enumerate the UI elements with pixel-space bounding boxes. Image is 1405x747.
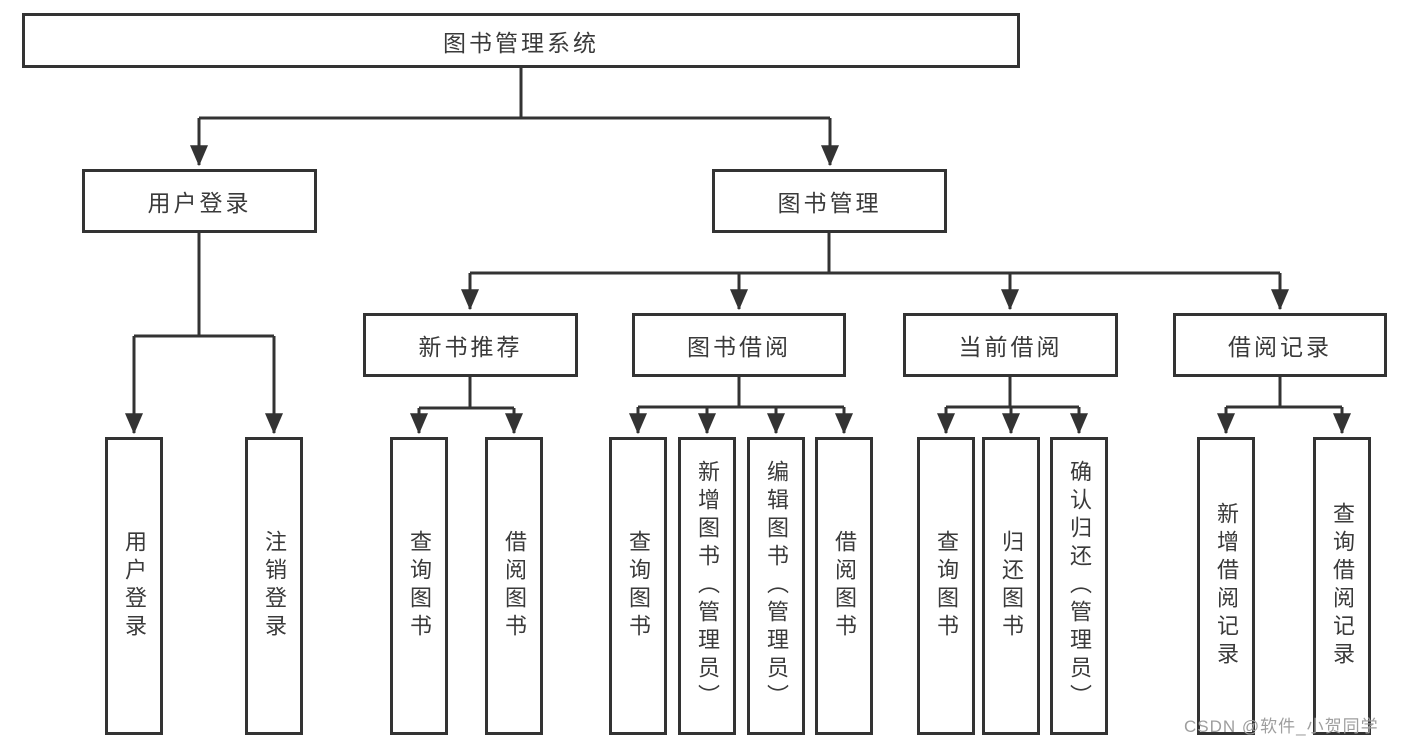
node-label: 新增图书（管理员） — [695, 460, 720, 712]
leaf-bb-borrow-books: 借阅图书 — [815, 437, 873, 735]
node-label: 编辑图书（管理员） — [764, 460, 789, 712]
node-book-borrowing: 图书借阅 — [632, 313, 846, 377]
leaf-bb-edit-books-admin: 编辑图书（管理员） — [747, 437, 805, 735]
node-label: 注销登录 — [262, 530, 287, 642]
node-label: 新书推荐 — [418, 334, 523, 360]
node-label: 用户登录 — [122, 530, 147, 642]
node-user-login: 用户登录 — [82, 169, 317, 233]
node-label: 当前借阅 — [958, 334, 1063, 360]
node-current-borrowing: 当前借阅 — [903, 313, 1118, 377]
node-label: 借阅记录 — [1228, 334, 1332, 360]
node-label: 查询借阅记录 — [1330, 502, 1355, 670]
leaf-cb-confirm-return-admin: 确认归还（管理员） — [1050, 437, 1108, 735]
node-label: 归还图书 — [999, 530, 1024, 642]
node-label: 借阅图书 — [832, 530, 857, 642]
watermark: CSDN @软件_小贺同学 — [1184, 717, 1379, 736]
leaf-nbr-borrow-books: 借阅图书 — [485, 437, 543, 735]
leaf-bb-query-books: 查询图书 — [609, 437, 667, 735]
leaf-bb-add-books-admin: 新增图书（管理员） — [678, 437, 736, 735]
node-book-management: 图书管理 — [712, 169, 947, 233]
node-label: 图书管理 — [777, 190, 882, 216]
node-label: 图书借阅 — [687, 334, 791, 360]
node-new-book-recommend: 新书推荐 — [363, 313, 578, 377]
node-label: 借阅图书 — [502, 530, 527, 642]
leaf-logout-login: 注销登录 — [245, 437, 303, 735]
node-label: 查询图书 — [934, 530, 959, 642]
leaf-br-query-record: 查询借阅记录 — [1313, 437, 1371, 735]
node-borrowing-records: 借阅记录 — [1173, 313, 1387, 377]
leaf-cb-query-books: 查询图书 — [917, 437, 975, 735]
node-label: 新增借阅记录 — [1214, 502, 1239, 670]
node-library-management-system: 图书管理系统 — [22, 13, 1020, 68]
leaf-br-add-record: 新增借阅记录 — [1197, 437, 1255, 735]
node-label: 查询图书 — [407, 530, 432, 642]
leaf-cb-return-books: 归还图书 — [982, 437, 1040, 735]
node-label: 用户登录 — [147, 190, 252, 216]
node-label: 确认归还（管理员） — [1067, 460, 1092, 712]
node-label: 图书管理系统 — [443, 29, 599, 56]
leaf-nbr-query-books: 查询图书 — [390, 437, 448, 735]
leaf-user-login: 用户登录 — [105, 437, 163, 735]
node-label: 查询图书 — [626, 530, 651, 642]
